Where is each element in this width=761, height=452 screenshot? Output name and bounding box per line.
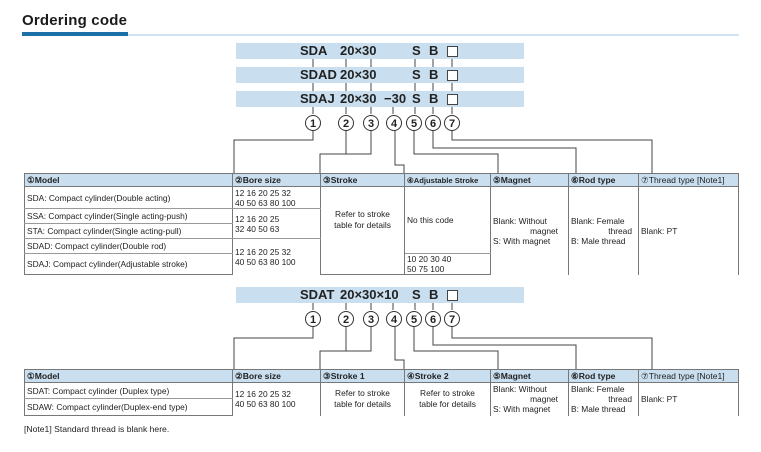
code-adjust: −30 — [384, 91, 407, 106]
code-magnet: S — [412, 67, 421, 82]
table-row: SDAJ: Compact cylinder(Adjustable stroke… — [24, 253, 739, 275]
code-size: 20×30 — [340, 91, 377, 106]
header-rod: ⑥Rod type — [568, 369, 639, 383]
table-row: SDAT: Compact cylinder (Duplex type) 12 … — [24, 382, 739, 416]
model-cell: SDAJ: Compact cylinder(Adjustable stroke… — [24, 253, 233, 275]
circle-1-icon: 1 — [305, 311, 321, 327]
code-row-sdad: SDAD 20×30 S B — [236, 67, 524, 83]
code-magnet: S — [412, 91, 421, 106]
title-divider — [128, 34, 739, 36]
header-magnet: ⑤Magnet — [490, 369, 569, 383]
thread-box-icon — [447, 46, 458, 57]
header-thread: ⑦Thread type [Note1] — [638, 369, 739, 383]
header-rod: ⑥Rod type — [568, 173, 639, 187]
stroke-spacer-cell — [320, 253, 405, 275]
header-adjustable: ④Adjustable Stroke — [404, 173, 491, 187]
thread-box-icon — [447, 94, 458, 105]
circle-7-icon: 7 — [444, 311, 460, 327]
circle-4-icon: 4 — [386, 115, 402, 131]
page-title: Ordering code — [22, 12, 128, 29]
table-row: SDA: Compact cylinder(Double acting) 12 … — [24, 186, 739, 275]
adjustable-none-cell: No this code — [404, 186, 491, 254]
code-size: 20×30×10 — [340, 287, 399, 302]
code-rod: B — [429, 67, 439, 82]
circle-3-icon: 3 — [363, 115, 379, 131]
thread-box-icon — [447, 290, 458, 301]
table-row: SDAW: Compact cylinder(Duplex-end type) — [24, 398, 739, 416]
code-model: SDAT — [300, 287, 335, 302]
circle-2-icon: 2 — [338, 115, 354, 131]
table-row: STA: Compact cylinder(Single acting-pull… — [24, 223, 739, 239]
code-rod: B — [429, 43, 439, 58]
circle-6-icon: 6 — [425, 115, 441, 131]
table-row: SDAD: Compact cylinder(Double rod) 12 16… — [24, 238, 739, 275]
header-stroke: ③Stroke — [320, 173, 405, 187]
circle-2-icon: 2 — [338, 311, 354, 327]
header-model: ①Model — [24, 173, 233, 187]
code-model: SDAJ — [300, 91, 335, 106]
model-cell: STA: Compact cylinder(Single acting-pull… — [24, 223, 233, 239]
code-row-sda: SDA 20×30 S B — [236, 43, 524, 59]
model-cell: SDAT: Compact cylinder (Duplex type) — [24, 382, 233, 399]
table-header-row: ①Model ②Bore size ③Stroke 1 ④Stroke 2 ⑤M… — [24, 369, 739, 383]
title-accent-bar — [22, 32, 128, 36]
circle-7-icon: 7 — [444, 115, 460, 131]
code-model: SDA — [300, 43, 328, 58]
model-cell: SDAD: Compact cylinder(Double rod) — [24, 238, 233, 254]
header-magnet: ⑤Magnet — [490, 173, 569, 187]
code-model: SDAD — [300, 67, 337, 82]
circle-4-icon: 4 — [386, 311, 402, 327]
table-header-row: ①Model ②Bore size ③Stroke ④Adjustable St… — [24, 173, 739, 187]
circle-3-icon: 3 — [363, 311, 379, 327]
table-row: SSA: Compact cylinder(Single acting-push… — [24, 208, 739, 239]
code-size: 20×30 — [340, 67, 377, 82]
spec-table-2: ①Model ②Bore size ③Stroke 1 ④Stroke 2 ⑤M… — [24, 369, 739, 416]
header-thread: ⑦Thread type [Note1] — [638, 173, 739, 187]
code-magnet: S — [412, 287, 421, 302]
model-cell: SDAW: Compact cylinder(Duplex-end type) — [24, 398, 233, 416]
thread-box-icon — [447, 70, 458, 81]
model-cell: SDA: Compact cylinder(Double acting) — [24, 186, 233, 209]
code-row-sdaj: SDAJ 20×30 −30 S B — [236, 91, 524, 107]
code-size: 20×30 — [340, 43, 377, 58]
thread-cell: Blank: PT — [638, 382, 739, 416]
spec-table-1: ①Model ②Bore size ③Stroke ④Adjustable St… — [24, 173, 739, 275]
circle-5-icon: 5 — [406, 115, 422, 131]
code-magnet: S — [412, 43, 421, 58]
header-model: ①Model — [24, 369, 233, 383]
model-cell: SSA: Compact cylinder(Single acting-push… — [24, 208, 233, 224]
code-row-sdat: SDAT 20×30×10 S B — [236, 287, 524, 303]
header-bore: ②Bore size — [232, 173, 321, 187]
header-stroke1: ③Stroke 1 — [320, 369, 405, 383]
header-stroke2: ④Stroke 2 — [404, 369, 491, 383]
circle-6-icon: 6 — [425, 311, 441, 327]
code-rod: B — [429, 91, 439, 106]
circle-1-icon: 1 — [305, 115, 321, 131]
thread-cell: Blank: PT — [638, 186, 739, 275]
header-bore: ②Bore size — [232, 369, 321, 383]
circle-5-icon: 5 — [406, 311, 422, 327]
code-rod: B — [429, 287, 439, 302]
footnote: [Note1] Standard thread is blank here. — [24, 424, 170, 434]
